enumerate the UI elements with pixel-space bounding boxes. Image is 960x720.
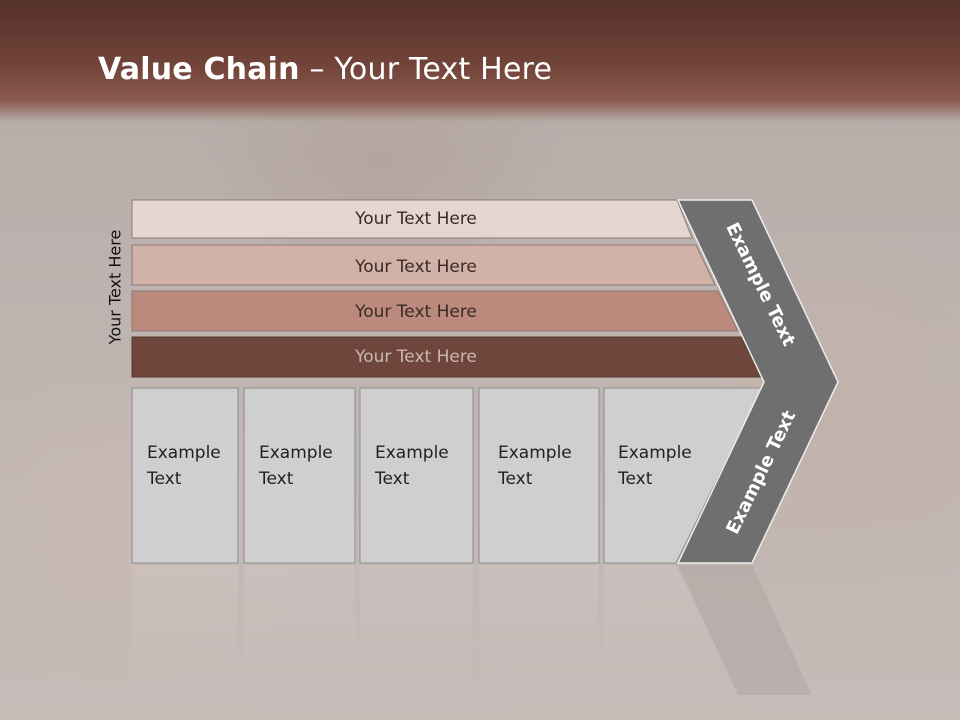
cell-3 — [359, 387, 474, 564]
bar-3-label: Your Text Here — [355, 302, 477, 322]
bar-3 — [131, 290, 739, 332]
cell-3-line2: Text — [375, 469, 410, 489]
cell-2-line1: Example — [259, 443, 333, 463]
cell-1 — [131, 387, 239, 564]
cell-2 — [243, 387, 356, 564]
slide-title: Value Chain – Your Text Here — [98, 52, 552, 87]
cell-2-line2: Text — [259, 469, 294, 489]
cell-5-line1: Example — [618, 443, 692, 463]
cell-3-line1: Example — [375, 443, 449, 463]
cell-4-line1: Example — [498, 443, 572, 463]
title-bold: Value Chain — [98, 52, 300, 87]
cell-1-line2: Text — [147, 469, 182, 489]
cell-5 — [603, 387, 763, 564]
title-rest: – Your Text Here — [299, 52, 553, 87]
bar-1 — [131, 199, 693, 239]
cell-1-line1: Example — [147, 443, 221, 463]
reflection-shapes — [131, 565, 812, 695]
cell-4 — [478, 387, 600, 564]
diagram-reflection — [0, 565, 960, 695]
bar-4-label: Your Text Here — [355, 347, 477, 367]
bar-2-label: Your Text Here — [355, 257, 477, 277]
chevron-arrow — [676, 199, 839, 564]
cell-4-line2: Text — [498, 469, 533, 489]
bar-1-label: Your Text Here — [355, 209, 477, 229]
bar-2 — [131, 244, 716, 286]
title-bar — [0, 0, 960, 122]
cell-5-line2: Text — [618, 469, 653, 489]
